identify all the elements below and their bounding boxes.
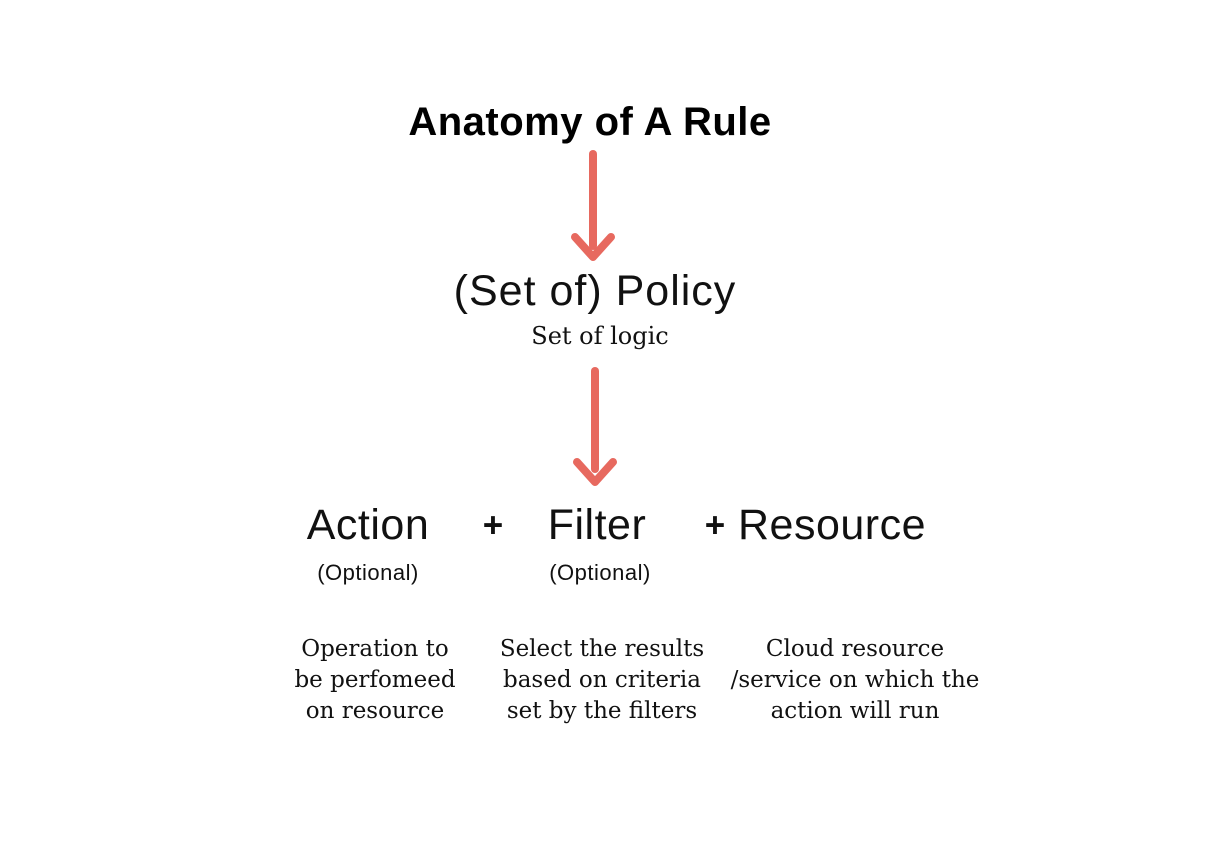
plus-sign: +	[482, 506, 504, 545]
filter-description: Select the results based on criteria set…	[447, 634, 757, 727]
diagram-title: Anatomy of A Rule	[408, 100, 772, 144]
resource-label: Resource	[737, 501, 927, 549]
filter-optional-label: (Optional)	[549, 560, 651, 585]
action-description-line: on resource	[305, 698, 445, 724]
resource-description-line: Cloud resource	[765, 636, 945, 662]
down-arrow-icon	[571, 150, 615, 262]
action-description: Operation to be perfomeed on resource	[220, 634, 530, 727]
resource-description: Cloud resource /service on which the act…	[700, 634, 1010, 727]
filter-label: Filter	[547, 501, 647, 549]
action-description-line: Operation to	[301, 636, 449, 662]
policy-label: (Set of) Policy	[453, 267, 737, 315]
action-description-line: be perfomeed	[294, 667, 456, 693]
filter-description-line: based on criteria	[502, 667, 701, 693]
filter-description-line: set by the filters	[506, 698, 698, 724]
resource-description-line: /service on which the	[730, 667, 980, 693]
action-label: Action	[306, 501, 430, 549]
down-arrow-icon	[573, 367, 617, 487]
action-optional-label: (Optional)	[317, 560, 419, 585]
policy-sublabel: Set of logic	[531, 322, 669, 350]
plus-sign: +	[704, 506, 726, 545]
resource-description-line: action will run	[770, 698, 940, 724]
down-arrow-head	[571, 233, 615, 261]
filter-description-line: Select the results	[499, 636, 705, 662]
down-arrow-head	[573, 458, 617, 486]
